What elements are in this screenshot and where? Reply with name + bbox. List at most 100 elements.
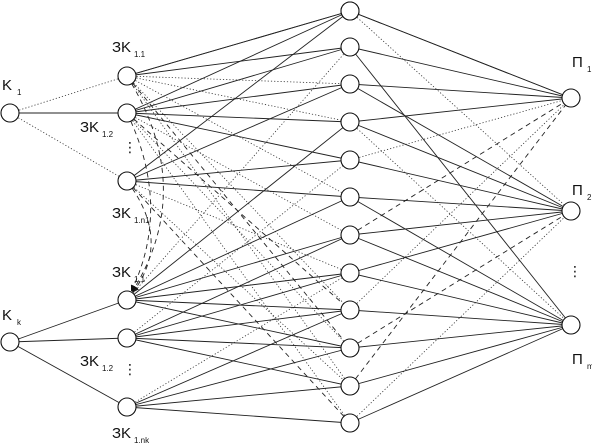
node-label-k1: K	[2, 77, 12, 94]
node-label-zkk2: ЗK	[80, 353, 99, 370]
edge-ZK1n1-M2	[126, 10, 351, 182]
edge-ZK12-M4	[126, 83, 351, 114]
node-m4	[340, 74, 360, 94]
edge-ZKk2-M11	[126, 337, 351, 349]
edge-M2-P2	[349, 10, 572, 212]
edge-ZK12-M3	[126, 46, 351, 114]
node-zkk2	[117, 328, 137, 348]
edge-ZK1n1-M7	[126, 180, 351, 198]
node-subscript-k1: 1	[17, 88, 22, 97]
node-subscript-kk: k	[17, 318, 22, 327]
edge-ZK11-M5	[126, 75, 351, 123]
edge-M8-P2	[349, 210, 572, 236]
edge-M4-P1	[349, 83, 572, 99]
edge-M4-P2	[349, 83, 572, 212]
edge-ZKk1-M5	[126, 121, 351, 301]
node-label-zkknk: ЗK	[112, 425, 131, 442]
node-zk1n1	[117, 171, 137, 191]
node-k1	[0, 103, 20, 123]
edge-ZK11-M10	[126, 75, 351, 311]
edge-M11-P2	[349, 210, 572, 349]
edge-ZK12-ZKk1	[126, 112, 152, 292]
node-subscript-pm: m	[587, 362, 592, 371]
node-kk	[0, 332, 20, 352]
node-m2	[340, 1, 360, 21]
edge-Kk-ZKknk	[9, 341, 128, 408]
edge-ZKk2-M9	[126, 272, 351, 339]
edge-ZK12-M2	[126, 10, 351, 114]
edge-M5-P2	[349, 121, 572, 212]
edge-M5-Pm	[349, 121, 572, 326]
edge-ZK1n1-M12	[126, 180, 351, 387]
edge-ZKk2-M6	[126, 159, 351, 339]
edge-ZKk1-M3	[126, 46, 351, 301]
edge-M2-P1	[349, 10, 572, 99]
node-m9	[340, 263, 360, 283]
edge-ZK11-M2	[126, 10, 351, 77]
edge-ZK12-M8	[126, 112, 351, 236]
edges-layer	[9, 10, 572, 424]
edge-ZKknk-M12	[126, 385, 351, 408]
edge-ZKk2-M8	[126, 234, 351, 339]
edge-M11-Pm	[349, 324, 572, 349]
edge-K1-ZK11	[9, 75, 128, 114]
node-label-pm: П	[572, 351, 583, 368]
edge-M9-P2	[349, 210, 572, 274]
node-subscript-zkk1: 1.1	[134, 275, 146, 284]
node-m8	[340, 225, 360, 245]
edge-ZK1n1-M4	[126, 83, 351, 182]
edge-ZKk2-M12	[126, 337, 351, 387]
edge-ZK12-M11	[126, 112, 351, 349]
edge-M5-P1	[349, 97, 572, 123]
node-label-p2: П	[572, 182, 583, 199]
node-m7	[340, 187, 360, 207]
edge-M7-Pm	[349, 196, 572, 326]
node-label-zk11: ЗK	[112, 39, 131, 56]
vertical-ellipsis-2: ⋮	[123, 361, 137, 377]
node-m6	[340, 150, 360, 170]
node-subscript-zk1n1: 1.n1	[134, 216, 150, 225]
edge-ZKk1-M10	[126, 299, 351, 311]
edge-M3-Pm	[349, 46, 572, 326]
edge-ZK1n1-M13	[126, 180, 351, 424]
node-m5	[340, 112, 360, 132]
edge-ZK11-M11	[126, 75, 351, 349]
node-p1	[561, 88, 581, 108]
edge-ZKknk-M10	[126, 309, 351, 408]
edge-ZK12-M5	[126, 112, 351, 123]
edge-Kk-ZKk1	[9, 299, 128, 343]
edge-M7-P2	[349, 196, 572, 212]
node-zk12	[117, 103, 137, 123]
node-label-kk: K	[2, 307, 12, 324]
edge-ZKk1-M8	[126, 234, 351, 301]
node-label-p1: П	[572, 54, 583, 71]
node-m12	[340, 376, 360, 396]
node-pm	[561, 315, 581, 335]
edge-ZK11-ZKk1	[126, 75, 164, 293]
node-label-zk12: ЗK	[80, 119, 99, 136]
edge-ZKk1-M7	[126, 196, 351, 301]
edge-M12-Pm	[349, 324, 572, 387]
edge-M8-Pm	[349, 234, 572, 326]
node-zk11	[117, 66, 137, 86]
node-m3	[340, 37, 360, 57]
edge-M10-Pm	[349, 309, 572, 326]
node-m10	[340, 300, 360, 320]
edge-K1-ZK1n1	[9, 112, 128, 182]
edge-Kk-ZKk2	[9, 337, 128, 343]
node-subscript-zk12: 1.2	[102, 130, 114, 139]
node-subscript-zkk2: 1.2	[102, 364, 114, 373]
edge-ZK11-M3	[126, 46, 351, 77]
node-subscript-zkknk: 1.nk	[134, 436, 150, 445]
node-m13	[340, 413, 360, 433]
vertical-ellipsis-1: ⋮	[123, 139, 137, 155]
node-subscript-zk11: 1.1	[134, 50, 146, 59]
vertical-ellipsis-3: ⋮	[568, 263, 582, 279]
edge-M13-Pm	[349, 324, 572, 424]
node-subscript-p1: 1	[587, 65, 592, 74]
node-label-zk1n1: ЗK	[112, 205, 131, 222]
node-subscript-p2: 2	[587, 193, 592, 202]
edge-M9-Pm	[349, 272, 572, 326]
